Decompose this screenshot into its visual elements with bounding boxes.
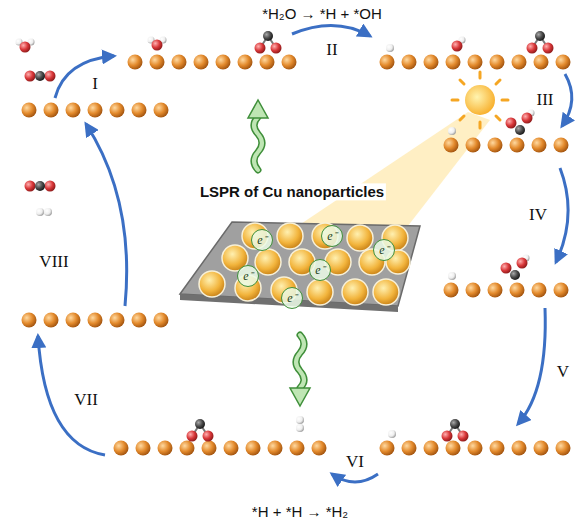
electron-circle: e⁻ xyxy=(309,259,331,281)
electron-label: e⁻ xyxy=(315,264,324,276)
step-number: IV xyxy=(527,205,549,225)
electron-label: e⁻ xyxy=(287,292,296,304)
electron-label: e⁻ xyxy=(257,234,266,246)
electron-circle: e⁻ xyxy=(251,229,273,251)
step-number: VI xyxy=(344,452,366,472)
electron-circle: e⁻ xyxy=(373,239,395,261)
electron-circle: e⁻ xyxy=(321,225,343,247)
electron-label: e⁻ xyxy=(379,244,388,256)
step-number: V xyxy=(555,362,571,382)
center-title: LSPR of Cu nanoparticles xyxy=(198,183,386,200)
electron-label: e⁻ xyxy=(243,270,252,282)
electron-circle: e⁻ xyxy=(237,265,259,287)
electron-label: e⁻ xyxy=(327,230,336,242)
step-number: I xyxy=(90,74,100,94)
step-number: II xyxy=(324,40,339,60)
step-number: VIII xyxy=(37,252,70,272)
reaction-equation: *H + *H → *H₂ xyxy=(250,503,350,520)
electron-circle: e⁻ xyxy=(281,287,303,309)
reaction-equation: *H₂O → *H + *OH xyxy=(260,5,384,22)
step-number: VII xyxy=(72,390,100,410)
step-number: III xyxy=(535,90,556,110)
